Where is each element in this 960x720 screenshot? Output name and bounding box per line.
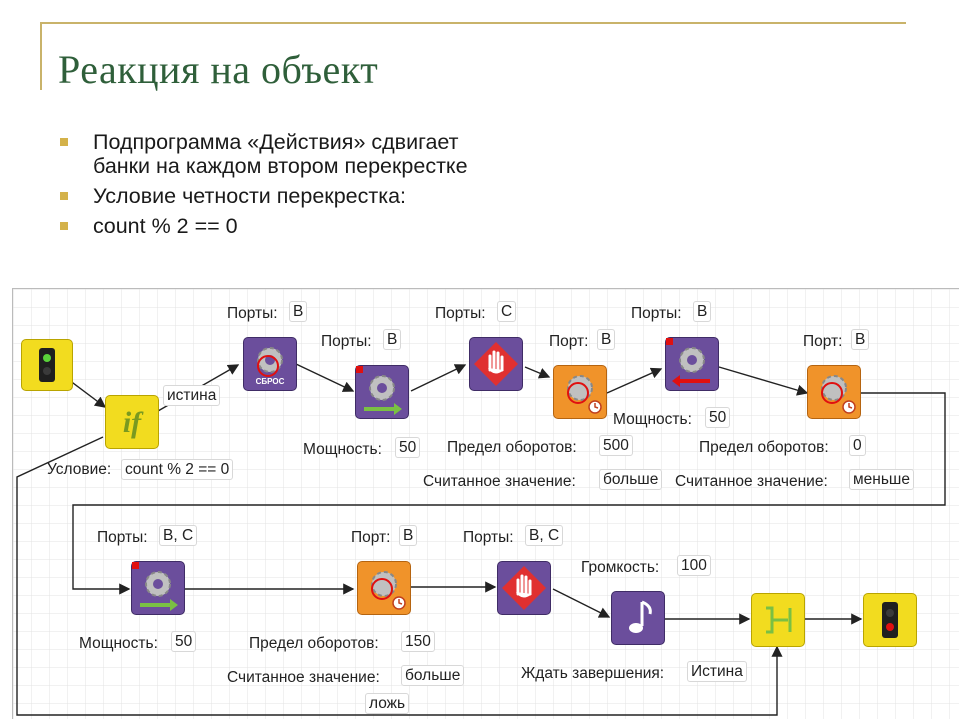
traffic-light-red-icon [882,602,898,638]
traffic-light-green-icon [39,348,55,382]
bullet-item: Условие четности перекрестка: [60,184,468,208]
motor1-power-label: Мощность: [303,441,382,458]
wait3-read-label: Считанное значение: [227,669,380,686]
sound-wait-label: Ждать завершения: [521,665,665,682]
stop2-ports-label: Порты: [463,529,514,546]
motor1-ports-value[interactable]: B [383,329,402,350]
music-note-icon [629,600,652,633]
motor2-block[interactable] [665,337,719,391]
motor1-ports-label: Порты: [321,333,372,350]
connector [295,363,355,392]
connector [606,367,663,394]
condition-label: Условие: [47,461,112,478]
wait1-read-value[interactable]: больше [599,469,663,490]
stop2-block[interactable] [497,561,551,615]
if-icon: if [123,406,144,439]
motor-forward-icon [132,562,178,611]
wait1-port-label: Порт: [549,333,589,350]
false-branch-connector [16,436,783,716]
wait3-read-value[interactable]: больше [401,665,465,686]
motor2-ports-label: Порты: [631,305,682,322]
program-diagram: if Условие: count % 2 == 0 истина Порты:… [12,288,959,719]
wait1-limit-label: Предел оборотов: [447,439,577,456]
wait2-rotation-block[interactable] [807,365,861,419]
start-block[interactable] [21,339,73,391]
condition-value[interactable]: count % 2 == 0 [121,459,234,480]
reset-ports-value[interactable]: B [289,301,308,322]
wait1-rotation-block[interactable] [553,365,607,419]
bullet-item: count % 2 == 0 [60,214,468,238]
connector [552,588,611,618]
sound-block[interactable] [611,591,665,645]
wait3-limit-value[interactable]: 150 [401,631,435,652]
stop1-ports-value[interactable]: C [497,301,517,322]
bullet-item: Подпрограмма «Действия» сдвигает банки н… [60,130,468,178]
motor2-power-label: Мощность: [613,411,692,428]
wait3-limit-label: Предел оборотов: [249,635,379,652]
rotation-sensor-icon [821,375,856,414]
end-block[interactable] [863,593,917,647]
wait3-port-value[interactable]: B [399,525,418,546]
svg-text:if: if [123,406,144,439]
title-rule-top [40,22,906,24]
motor3-power-label: Мощность: [79,635,158,652]
bullet-marker [60,138,68,146]
svg-text:СБРОС: СБРОС [256,377,285,386]
connector [524,366,551,379]
slide-title: Реакция на объект [58,47,379,92]
wait1-read-label: Считанное значение: [423,473,576,490]
wait2-read-value[interactable]: меньше [849,469,914,490]
title-rule-left [40,22,42,90]
gear-reset-icon: СБРОС [256,347,285,386]
motor2-power-value[interactable]: 50 [705,407,731,428]
sound-volume-value[interactable]: 100 [677,555,711,576]
wait1-port-value[interactable]: B [597,329,616,350]
wait2-limit-value[interactable]: 0 [849,435,866,456]
bullet-list: Подпрограмма «Действия» сдвигает банки н… [60,130,468,244]
true-branch-label: истина [163,385,221,406]
condition-if-block[interactable]: if [105,395,159,449]
wait3-rotation-block[interactable] [357,561,411,615]
wait2-limit-label: Предел оборотов: [699,439,829,456]
merge-icon [766,606,792,634]
motor-forward-icon [356,366,402,415]
bullet-marker [60,222,68,230]
wait3-port-label: Порт: [351,529,391,546]
stop2-ports-value[interactable]: B, C [525,525,564,546]
stop-hand-icon [502,566,546,610]
bullet-marker [60,192,68,200]
stop1-block[interactable] [469,337,523,391]
wait2-port-label: Порт: [803,333,843,350]
merge-block[interactable] [751,593,805,647]
sound-volume-label: Громкость: [581,559,660,576]
false-branch-label: ложь [365,693,410,714]
motor1-block[interactable] [355,365,409,419]
reset-ports-label: Порты: [227,305,278,322]
motor2-ports-value[interactable]: B [693,301,712,322]
stop1-ports-label: Порты: [435,305,486,322]
motor3-ports-label: Порты: [97,529,148,546]
wait1-limit-value[interactable]: 500 [599,435,633,456]
reset-rotation-block[interactable]: СБРОС [243,337,297,391]
rotation-sensor-icon [371,571,406,610]
motor-reverse-icon [666,338,710,387]
stop-hand-icon [474,342,518,386]
sound-wait-value[interactable]: Истина [687,661,747,682]
motor1-power-value[interactable]: 50 [395,437,421,458]
connector [718,366,809,396]
wait2-port-value[interactable]: B [851,329,870,350]
motor3-block[interactable] [131,561,185,615]
motor3-ports-value[interactable]: B, C [159,525,198,546]
connector [410,364,467,392]
connector [72,392,946,595]
motor3-power-value[interactable]: 50 [171,631,197,652]
rotation-sensor-icon [567,375,602,414]
wait2-read-label: Считанное значение: [675,473,828,490]
